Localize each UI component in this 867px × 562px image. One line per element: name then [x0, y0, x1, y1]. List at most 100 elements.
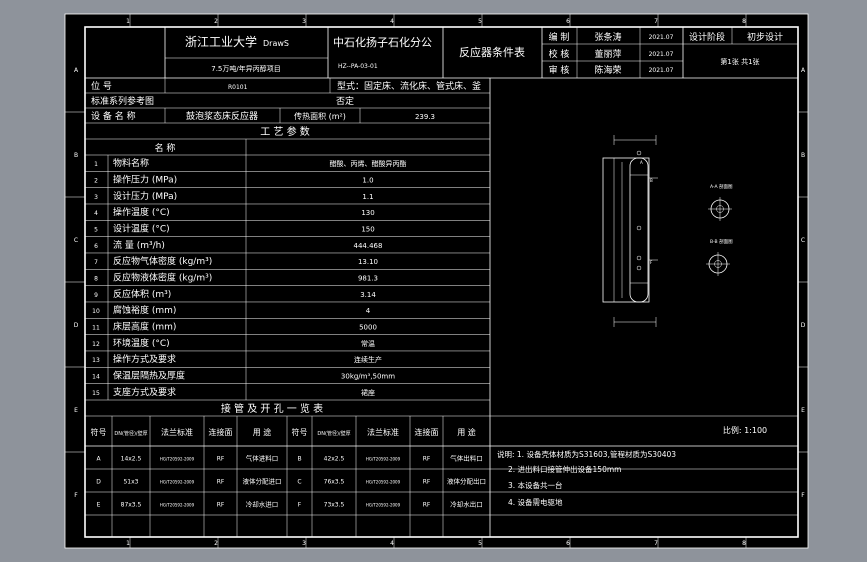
title-block: 浙江工业大学 DrawS 7.5万吨/年异丙醇项目 中石化扬子石化分公 HZ--… — [85, 27, 798, 79]
process-row-name: 保温层隔热及厚度 — [113, 369, 185, 381]
col-label: 3 — [302, 18, 306, 25]
standard-value: 否定 — [336, 95, 354, 107]
row-label: A — [74, 67, 79, 74]
reactor-sketch: A B F — [602, 135, 658, 327]
col-label: 8 — [742, 18, 746, 25]
process-row-name: 环境温度 (°C) — [113, 337, 170, 349]
nozzle-cell: 液体分配进口 — [243, 477, 282, 486]
row-label: D — [74, 322, 79, 329]
process-row-no: 1 — [94, 161, 98, 168]
process-row-no: 12 — [92, 341, 100, 348]
col-label: 4 — [390, 540, 394, 547]
nozzle-header: 用 途 — [253, 427, 272, 437]
process-title: 工 艺 参 数 — [260, 125, 310, 138]
row-label: F — [74, 492, 78, 499]
nozzle-cell: 76x3.5 — [324, 479, 345, 486]
nozzle-cell: 冷却水进口 — [246, 500, 279, 509]
stage-label: 设计阶段 — [689, 31, 725, 43]
col-label: 7 — [654, 18, 658, 25]
process-row-name: 操作方式及要求 — [113, 353, 176, 365]
nozzle-header: 符号 — [292, 427, 308, 437]
nozzle-cell: A — [96, 456, 101, 463]
note-item: 3. 本设备共一台 — [508, 480, 563, 490]
col-label: 8 — [742, 540, 746, 547]
process-row-value: 981.3 — [358, 274, 378, 282]
process-row-value: 150 — [361, 225, 374, 233]
nozzle-cell: HG/T20592-2009 — [160, 480, 195, 485]
nozzle-header: DN(管径)/壁厚 — [114, 430, 147, 437]
process-row-name: 反应物液体密度 (kg/m³) — [113, 271, 212, 283]
process-row-no: 4 — [94, 210, 98, 217]
process-row-no: 15 — [92, 390, 100, 397]
equipment-label: 设 备 名 称 — [91, 110, 136, 122]
area-value: 239.3 — [415, 113, 435, 121]
nozzle-cell: F — [298, 502, 302, 509]
process-row-value: 13.10 — [358, 258, 378, 266]
process-row-no: 6 — [94, 243, 98, 250]
nozzle-tag: F — [650, 260, 653, 265]
nozzle-header: 连接面 — [209, 427, 233, 437]
process-row-no: 5 — [94, 226, 98, 233]
role-label: 编 制 — [549, 31, 570, 43]
nozzle-header: 法兰标准 — [367, 427, 399, 437]
process-row-no: 11 — [92, 324, 100, 331]
row-label: B — [74, 152, 78, 159]
nozzle-tag: B — [650, 178, 653, 183]
process-row-name: 反应体积 (m³) — [113, 288, 171, 300]
process-row-value: 1.1 — [362, 193, 373, 201]
nozzle-header: 法兰标准 — [161, 427, 193, 437]
process-row-no: 7 — [94, 259, 98, 266]
process-row-name: 物料名称 — [113, 157, 149, 169]
stage-value: 初步设计 — [747, 31, 783, 43]
process-row-no: 9 — [94, 292, 98, 299]
process-row-no: 2 — [94, 177, 98, 184]
col-label: 1 — [126, 540, 130, 547]
process-row-value: 连续生产 — [354, 355, 382, 364]
role-name: 陈海荣 — [594, 64, 621, 76]
nozzle-title: 接 管 及 开 孔 一 览 表 — [221, 402, 323, 415]
equipment-value: 鼓泡浆态床反应器 — [186, 110, 258, 122]
nozzle-cell: B — [297, 456, 301, 463]
nozzle-cell: 冷却水出口 — [450, 500, 483, 509]
nozzle-tag: A — [640, 160, 643, 165]
header-rows: 位 号 R0101 型式：固定床、流化床、管式床、釜 标准系列参考图 否定 设 … — [85, 78, 491, 537]
process-row-value: 1.0 — [362, 176, 373, 184]
project-name: 7.5万吨/年异丙醇项目 — [211, 64, 281, 73]
col-label: 5 — [478, 540, 482, 547]
sheet-info: 第1张 共1张 — [720, 57, 759, 66]
nozzle-cell: RF — [423, 502, 431, 509]
nozzle-cell: RF — [217, 456, 225, 463]
nozzle-cell: HG/T20592-2009 — [160, 503, 195, 508]
nozzle-cell: RF — [217, 502, 225, 509]
standard-label: 标准系列参考图 — [91, 95, 154, 107]
process-row-name: 流 量 (m³/h) — [113, 239, 165, 251]
drawing-number: HZ--PA-03-01 — [338, 63, 378, 70]
process-row-name: 反应物气体密度 (kg/m³) — [113, 255, 212, 267]
nozzle-cell: 73x3.5 — [324, 502, 345, 509]
section-view-b: B-B 剖面图 — [706, 238, 733, 276]
company-name: 中石化扬子石化分公 — [333, 35, 432, 49]
scale-label: 比例: 1:100 — [723, 425, 767, 435]
note-item: 2. 进出料口接管伸出设备150mm — [508, 464, 621, 474]
role-date: 2021.07 — [649, 51, 674, 58]
process-row-name: 床层高度 (mm) — [113, 320, 176, 332]
process-row-value: 4 — [366, 307, 371, 315]
nozzle-cell: HG/T20592-2009 — [366, 480, 401, 485]
nozzle-cell: 51x3 — [123, 479, 138, 486]
software-name: DrawS — [263, 39, 289, 48]
reactor-inner-column — [629, 157, 649, 303]
position-label: 位 号 — [91, 80, 112, 92]
process-row-value: 常温 — [361, 339, 375, 348]
nozzle-cell: 42x2.5 — [324, 456, 345, 463]
process-row-no: 14 — [92, 373, 100, 380]
university-name: 浙江工业大学 — [185, 34, 257, 49]
nozzle-header: 用 途 — [457, 427, 476, 437]
area-label: 传热面积 (m²) — [294, 111, 346, 121]
nozzle-cell: 14x2.5 — [121, 456, 142, 463]
nozzle-cell: 87x3.5 — [121, 502, 142, 509]
process-name-header: 名 称 — [155, 142, 176, 154]
position-value: R0101 — [228, 84, 248, 91]
